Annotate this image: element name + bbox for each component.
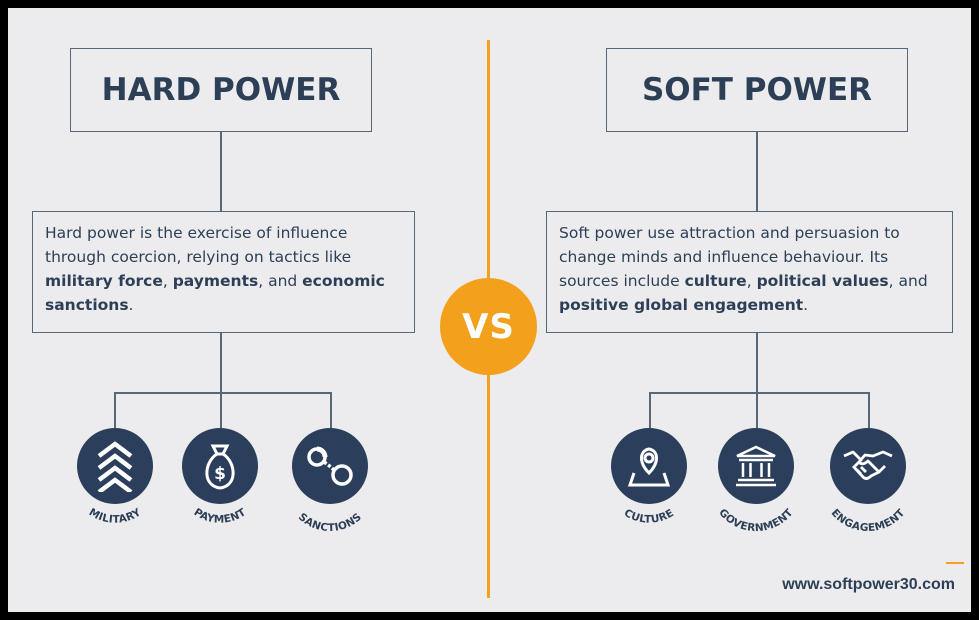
hard-connector-branch xyxy=(114,392,331,394)
emphasis-text: political values xyxy=(756,272,889,290)
hard-desc-text: Hard power is the exercise of influence … xyxy=(45,224,385,314)
website-link: www.softpower30.com xyxy=(782,576,955,593)
hard-connector-sanctions xyxy=(330,392,332,428)
sanctions-label: SANCTIONS xyxy=(296,511,364,534)
svg-text:$: $ xyxy=(214,464,226,484)
desc-fragment: Hard power is the exercise of influence … xyxy=(45,224,352,266)
hard-power-title: HARD POWER xyxy=(70,48,372,132)
handshake-icon xyxy=(830,428,906,504)
hard-connector-mid xyxy=(220,333,222,393)
soft-connector-government xyxy=(756,392,758,428)
emphasis-text: economic sanctions xyxy=(45,272,385,314)
emphasis-text: culture xyxy=(684,272,747,290)
map-pin-icon xyxy=(611,428,687,504)
desc-fragment: , xyxy=(162,272,173,290)
soft-connector-engagement xyxy=(868,392,870,428)
soft-power-description: Soft power use attraction and persuasion… xyxy=(546,211,953,333)
engagement-label: ENGAGEMENT xyxy=(829,507,908,535)
government-item: GOVERNMENT xyxy=(701,428,811,538)
handcuffs-icon xyxy=(292,428,368,504)
military-label: MILITARY xyxy=(87,506,144,526)
hard-connector-top xyxy=(220,132,222,211)
culture-label: CULTURE xyxy=(622,507,676,526)
soft-connector-branch xyxy=(649,392,869,394)
soft-connector-culture xyxy=(649,392,651,428)
military-icon xyxy=(77,428,153,504)
infographic: VS HARD POWER Hard power is the exercise… xyxy=(8,8,971,612)
government-building-icon xyxy=(718,428,794,504)
desc-fragment: . xyxy=(803,296,809,314)
culture-item: CULTURE xyxy=(594,428,704,538)
hard-connector-payment xyxy=(220,392,222,428)
vs-badge: VS xyxy=(440,278,537,375)
soft-connector-top xyxy=(756,132,758,211)
desc-fragment: , xyxy=(746,272,757,290)
soft-desc-text: Soft power use attraction and persuasion… xyxy=(559,224,928,314)
accent-dash xyxy=(946,562,964,564)
soft-connector-mid xyxy=(756,333,758,393)
sanctions-item: SANCTIONS xyxy=(275,428,385,538)
desc-fragment: , and xyxy=(888,272,928,290)
desc-fragment: , and xyxy=(258,272,303,290)
hard-power-description: Hard power is the exercise of influence … xyxy=(32,211,415,333)
money-bag-icon: $ xyxy=(182,428,258,504)
desc-fragment: Soft power use attraction and persuasion… xyxy=(559,224,900,290)
soft-power-title: SOFT POWER xyxy=(606,48,908,132)
emphasis-text: positive global engagement xyxy=(559,296,804,314)
payment-item: $ PAYMENT xyxy=(165,428,275,538)
military-item: MILITARY xyxy=(60,428,170,538)
hard-connector-military xyxy=(114,392,116,428)
engagement-item: ENGAGEMENT xyxy=(813,428,923,538)
government-label: GOVERNMENT xyxy=(716,506,796,534)
payment-label: PAYMENT xyxy=(192,506,249,526)
emphasis-text: payments xyxy=(172,272,259,290)
emphasis-text: military force xyxy=(45,272,163,290)
desc-fragment: . xyxy=(128,296,134,314)
